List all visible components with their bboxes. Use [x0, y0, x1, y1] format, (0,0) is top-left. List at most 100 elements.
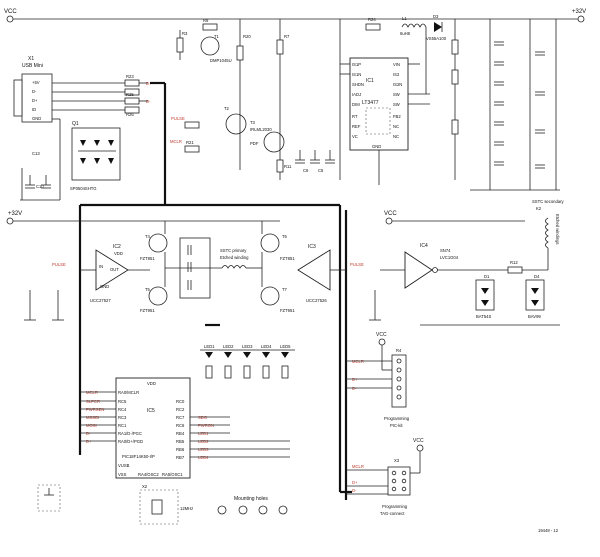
svg-text:D+: D+ — [32, 98, 38, 103]
svg-text:Mounting holes: Mounting holes — [234, 496, 268, 502]
svg-text:VUSB: VUSB — [118, 463, 130, 468]
svg-text:TAG-connect: TAG-connect — [380, 511, 405, 516]
svg-text:LED4: LED4 — [198, 455, 209, 460]
svg-text:RC3: RC3 — [118, 415, 127, 420]
feedback-diodes: R12 D1 BAT54S D4 BAV99 — [420, 260, 560, 326]
svg-text:K2: K2 — [536, 206, 542, 211]
svg-text:GND: GND — [100, 284, 109, 289]
svg-text:VCC: VCC — [376, 332, 387, 338]
svg-text:X3: X3 — [394, 458, 400, 463]
svg-text:NC: NC — [393, 124, 399, 129]
vcc-label-top: VCC — [4, 9, 17, 15]
svg-text:VCC: VCC — [413, 438, 424, 444]
svg-text:MCLR: MCLR — [86, 390, 98, 395]
svg-text:D+: D+ — [352, 480, 358, 485]
svg-text:T2: T2 — [224, 106, 230, 111]
svg-text:SSTC secondary: SSTC secondary — [532, 199, 565, 204]
svg-text:LED2: LED2 — [223, 344, 234, 349]
q1-name: SP0504SHTG — [70, 186, 97, 191]
svg-text:R24: R24 — [368, 17, 376, 22]
svg-text:Programming: Programming — [384, 416, 410, 421]
x1-name: USB Mini — [22, 63, 43, 69]
v32-rail-top: +32V — [340, 9, 586, 23]
x1-ref: X1 — [28, 56, 34, 62]
svg-text:LED4: LED4 — [261, 344, 272, 349]
usb-series-resistors: R23 R25 R26 D+ D- — [124, 74, 152, 117]
vcc-rail-mid: VCC — [384, 211, 525, 225]
svg-text:RC6: RC6 — [176, 423, 185, 428]
svg-text:MCLR: MCLR — [170, 139, 182, 144]
svg-text:FZT951: FZT951 — [280, 308, 295, 313]
svg-text:LED5: LED5 — [280, 344, 291, 349]
svg-text:D+: D+ — [352, 377, 358, 382]
svg-text:R20: R20 — [243, 34, 251, 39]
svg-text:6uH8: 6uH8 — [400, 31, 411, 36]
svg-text:SW: SW — [393, 92, 400, 97]
svg-text:VDD: VDD — [114, 251, 123, 256]
ic1-lt3477: IC1 LT3477 IS1P IS1N SHDN IADJ DIM RT RE… — [339, 19, 430, 185]
svg-text:PWRSEN: PWRSEN — [86, 407, 104, 412]
svg-text:VSS: VSS — [118, 472, 127, 477]
status-leds: LED1 LED2 LED3 LED4 LED5 — [200, 344, 295, 379]
drawing-id: 19448 - 12 — [538, 528, 559, 533]
svg-text:FZT851: FZT851 — [140, 256, 155, 261]
sstc-secondary-k2: SSTC secondary K2 Etched windings — [522, 199, 565, 271]
svg-text:RB6: RB6 — [176, 447, 185, 452]
svg-text:SLPCR: SLPCR — [86, 399, 100, 404]
svg-text:Programming: Programming — [382, 504, 408, 509]
svg-text:R12: R12 — [510, 260, 518, 265]
svg-text:BAV99: BAV99 — [528, 314, 541, 319]
svg-text:X2: X2 — [142, 484, 148, 489]
svg-text:FZT951: FZT951 — [140, 308, 155, 313]
svg-text:MOSI: MOSI — [86, 423, 97, 428]
svg-text:D-: D- — [32, 89, 37, 94]
svg-text:T5: T5 — [145, 287, 151, 292]
svg-text:LED1: LED1 — [204, 344, 215, 349]
svg-text:VDD: VDD — [147, 381, 156, 386]
svg-text:UCC27526: UCC27526 — [306, 298, 327, 303]
svg-text:R3: R3 — [182, 31, 188, 36]
svg-text:GND: GND — [32, 116, 41, 121]
svg-text:PWRON: PWRON — [198, 423, 214, 428]
svg-text:+5V: +5V — [32, 80, 40, 85]
svg-text:Etched windings: Etched windings — [555, 214, 560, 245]
mounting-holes: Mounting holes — [217, 496, 288, 515]
svg-text:REF: REF — [352, 124, 361, 129]
svg-text:IN: IN — [99, 264, 103, 269]
svg-text:RB4: RB4 — [176, 431, 185, 436]
svg-text:RA0/MCLR: RA0/MCLR — [118, 390, 139, 395]
svg-text:VCC: VCC — [384, 211, 397, 217]
svg-text:IADJ: IADJ — [352, 92, 361, 97]
pic-mcu-ic5: VDD IC5 PIC18F14K50-I/P RA0/MCLR RC5 RC4… — [115, 377, 191, 479]
svg-text:Q1: Q1 — [72, 121, 79, 127]
svg-text:IS1P: IS1P — [352, 62, 361, 67]
svg-text:SHDN: SHDN — [352, 82, 364, 87]
svg-text:R11: R11 — [284, 164, 292, 169]
crystal-x2: X2 12MHz — [139, 484, 193, 525]
svg-text:MCLR: MCLR — [352, 359, 364, 364]
reset-switch — [37, 484, 61, 512]
svg-text:RC2: RC2 — [176, 407, 185, 412]
svg-text:IS2N: IS2N — [393, 82, 402, 87]
svg-text:SSTC primary: SSTC primary — [220, 248, 247, 253]
svg-text:FZT851: FZT851 — [280, 256, 295, 261]
svg-text:D+: D+ — [146, 81, 152, 86]
svg-text:RC0: RC0 — [176, 399, 185, 404]
svg-text:LED3: LED3 — [242, 344, 253, 349]
svg-text:IRLML2030: IRLML2030 — [250, 127, 272, 132]
svg-text:DMP1045U: DMP1045U — [210, 58, 232, 63]
svg-text:PDF: PDF — [250, 141, 259, 146]
pickit-header: VCC R4 MCLR D+ D- Programming PIC-kit — [346, 332, 410, 428]
v32-label-top: +32V — [572, 9, 586, 15]
boost-inductor: R24 L1 6uH8 D3 VS55A100 — [365, 14, 459, 180]
svg-text:Etched winding: Etched winding — [220, 255, 249, 260]
svg-text:T4: T4 — [145, 234, 151, 239]
inverter-ic4: IC4 SN74 LVC1G04 — [380, 243, 510, 289]
svg-text:IC1: IC1 — [366, 78, 374, 84]
svg-text:IC3: IC3 — [308, 244, 316, 250]
svg-text:RA5/OSC1: RA5/OSC1 — [162, 472, 183, 477]
svg-text:C6: C6 — [303, 168, 309, 173]
svg-text:DIM: DIM — [352, 102, 360, 107]
svg-text:RA4/OSC2: RA4/OSC2 — [138, 472, 159, 477]
svg-text:PULSE: PULSE — [52, 262, 66, 267]
